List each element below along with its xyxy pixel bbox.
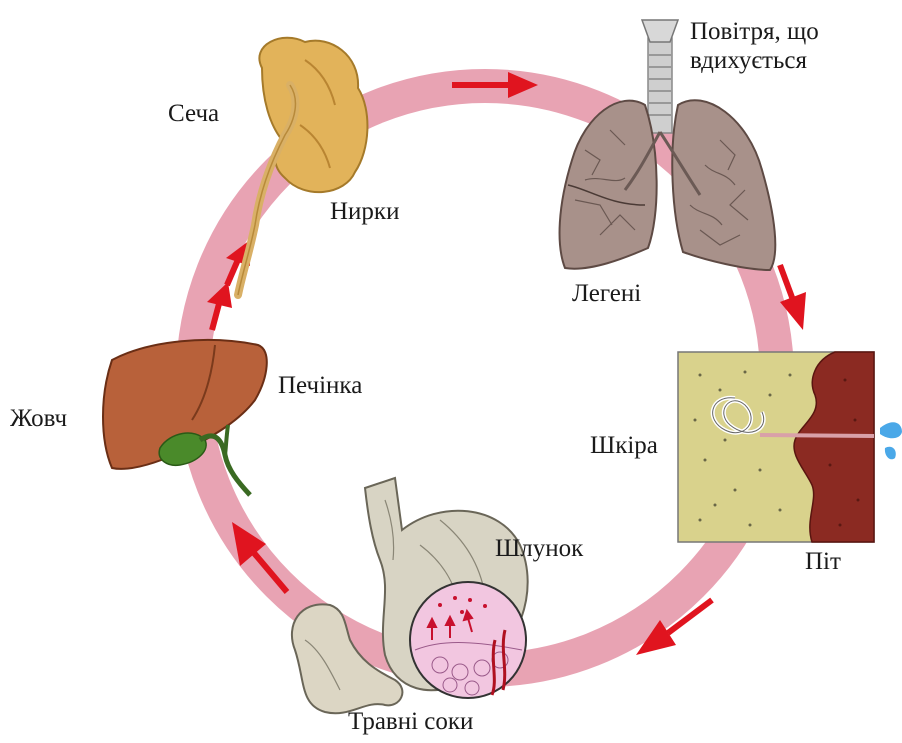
- label-stomach: Шлунок: [495, 535, 583, 564]
- stomach-icon: [292, 478, 528, 713]
- skin-section-icon: [678, 352, 902, 542]
- label-sweat: Піт: [805, 548, 841, 577]
- label-kidneys: Нирки: [330, 198, 399, 227]
- label-digestive-juices: Травні соки: [348, 708, 473, 737]
- label-lungs: Легені: [572, 280, 641, 309]
- kidney-icon: [238, 38, 367, 295]
- label-skin: Шкіра: [590, 432, 658, 461]
- label-liver: Печінка: [278, 372, 362, 401]
- liver-icon: [103, 340, 267, 495]
- label-bile: Жовч: [10, 405, 67, 434]
- label-urine: Сеча: [168, 100, 219, 129]
- label-inhaled-air: Повітря, що вдихується: [690, 18, 860, 76]
